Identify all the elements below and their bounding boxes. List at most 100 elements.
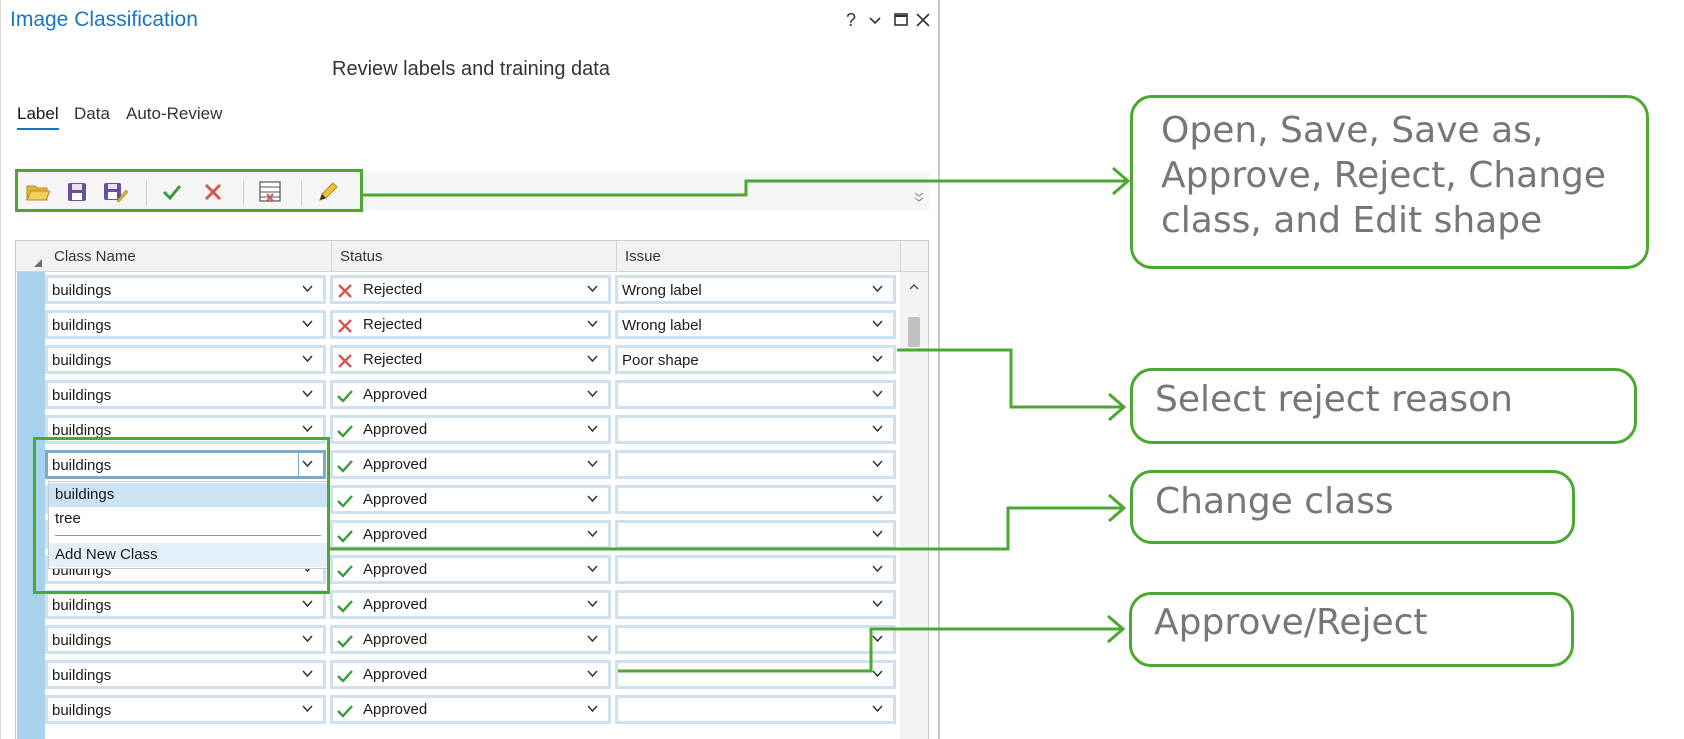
- close-icon: [916, 13, 930, 27]
- change-class-icon: [259, 181, 281, 202]
- class-dropdown-list: buildings tree Add New Class: [48, 481, 329, 569]
- issue-cell[interactable]: [615, 415, 896, 444]
- issue-cell[interactable]: [615, 450, 896, 479]
- status-cell[interactable]: Rejected: [330, 275, 611, 304]
- chevron-down-icon: [302, 285, 313, 293]
- status-cell[interactable]: Approved: [330, 485, 611, 514]
- select-all-corner[interactable]: [34, 259, 42, 267]
- reject-icon: [204, 183, 222, 201]
- dropdown-option-buildings[interactable]: buildings: [49, 483, 328, 507]
- approved-check-icon: [337, 705, 353, 718]
- callout-approve-reject: Approve/Reject: [1129, 592, 1574, 667]
- save-button[interactable]: [63, 178, 91, 206]
- status-cell[interactable]: Approved: [330, 520, 611, 549]
- pane-subtitle: Review labels and training data: [332, 58, 610, 80]
- chevron-down-icon: [587, 320, 598, 328]
- class-name-cell[interactable]: buildings: [45, 590, 326, 619]
- dropdown-divider: [55, 535, 321, 536]
- close-button[interactable]: [915, 10, 931, 34]
- issue-cell[interactable]: [615, 380, 896, 409]
- toolbar-overflow-icon[interactable]: [913, 190, 925, 204]
- tab-data[interactable]: Data: [74, 104, 110, 123]
- approve-button[interactable]: [158, 178, 186, 206]
- issue-cell[interactable]: [615, 520, 896, 549]
- issue-cell[interactable]: [615, 590, 896, 619]
- issue-cell[interactable]: Wrong label: [615, 275, 896, 304]
- chevron-down-icon: [872, 425, 883, 433]
- class-name-cell[interactable]: buildings: [45, 345, 326, 374]
- row-selector-strip[interactable]: [17, 272, 45, 739]
- chevron-down-icon: [872, 600, 883, 608]
- dropdown-option-tree[interactable]: tree: [55, 510, 81, 527]
- tab-auto-review[interactable]: Auto-Review: [126, 104, 223, 123]
- chevron-down-icon: [869, 17, 881, 25]
- column-header-class-name[interactable]: Class Name: [54, 248, 136, 265]
- reject-button[interactable]: [199, 178, 227, 206]
- help-button[interactable]: ?: [846, 10, 857, 30]
- maximize-icon: [894, 13, 908, 26]
- open-button[interactable]: [24, 178, 52, 206]
- status-cell[interactable]: Approved: [330, 415, 611, 444]
- status-cell[interactable]: Approved: [330, 625, 611, 654]
- callout-toolbar-line-3: class, and Edit shape: [1161, 200, 1543, 241]
- edit-shape-button[interactable]: [314, 178, 342, 206]
- dropdown-option-add-new-class[interactable]: Add New Class: [49, 543, 328, 567]
- approved-check-icon: [337, 635, 353, 648]
- scroll-up-icon[interactable]: [907, 280, 921, 294]
- chevron-down-icon: [587, 425, 598, 433]
- class-name-cell[interactable]: buildings: [45, 625, 326, 654]
- status-cell[interactable]: Rejected: [330, 310, 611, 339]
- options-chevron-button[interactable]: [868, 10, 882, 34]
- issue-cell[interactable]: [615, 660, 896, 689]
- status-cell[interactable]: Approved: [330, 380, 611, 409]
- save-as-button[interactable]: [101, 178, 129, 206]
- class-name-cell[interactable]: buildings: [45, 695, 326, 724]
- issue-cell[interactable]: [615, 625, 896, 654]
- chevron-down-icon: [872, 495, 883, 503]
- maximize-button[interactable]: [893, 10, 909, 34]
- column-header-status[interactable]: Status: [340, 248, 383, 265]
- chevron-down-icon: [302, 670, 313, 678]
- issue-cell[interactable]: Wrong label: [615, 310, 896, 339]
- dropdown-toggle[interactable]: [298, 453, 323, 476]
- pencil-icon: [319, 182, 338, 201]
- chevron-down-icon: [587, 390, 598, 398]
- approve-icon: [162, 185, 182, 201]
- status-cell[interactable]: Approved: [330, 695, 611, 724]
- issue-cell[interactable]: [615, 555, 896, 584]
- callout-approve-reject-text: Approve/Reject: [1154, 602, 1428, 643]
- column-header-issue[interactable]: Issue: [625, 248, 661, 265]
- issue-cell[interactable]: Poor shape: [615, 345, 896, 374]
- chevron-down-icon: [302, 320, 313, 328]
- scrollbar-thumb[interactable]: [908, 317, 920, 347]
- chevron-down-icon: [872, 390, 883, 398]
- class-name-cell[interactable]: buildings: [45, 450, 326, 479]
- chevron-down-icon: [587, 670, 598, 678]
- vertical-scrollbar[interactable]: [900, 272, 928, 739]
- class-name-cell[interactable]: buildings: [45, 310, 326, 339]
- status-cell[interactable]: Approved: [330, 450, 611, 479]
- chevron-down-icon: [302, 460, 313, 468]
- status-cell[interactable]: Approved: [330, 555, 611, 584]
- issue-cell[interactable]: [615, 695, 896, 724]
- status-cell[interactable]: Rejected: [330, 345, 611, 374]
- class-name-cell[interactable]: buildings: [45, 380, 326, 409]
- change-class-button[interactable]: [256, 178, 284, 206]
- class-name-cell[interactable]: buildings: [45, 660, 326, 689]
- status-cell[interactable]: Approved: [330, 660, 611, 689]
- chevron-down-icon: [302, 600, 313, 608]
- tab-label[interactable]: Label: [17, 104, 59, 130]
- rejected-x-icon: [338, 284, 352, 298]
- status-cell[interactable]: Approved: [330, 590, 611, 619]
- toolbar-separator: [146, 180, 147, 206]
- issue-cell[interactable]: [615, 485, 896, 514]
- class-name-cell[interactable]: buildings: [45, 275, 326, 304]
